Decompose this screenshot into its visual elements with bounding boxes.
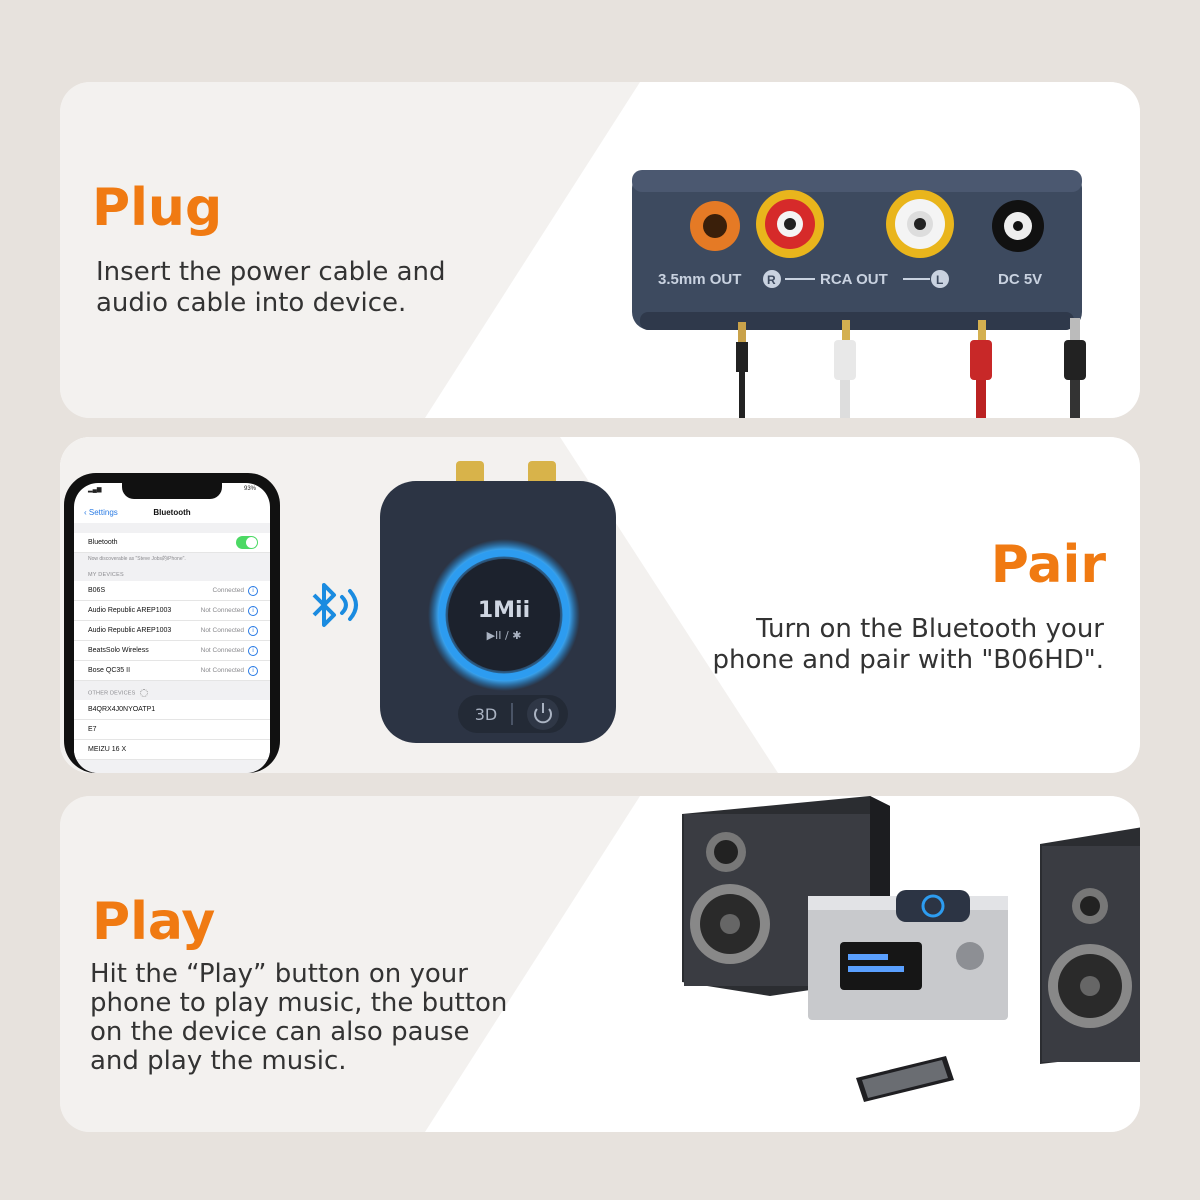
info-icon[interactable]: i <box>248 645 258 656</box>
stereo-system-illustration <box>682 796 1140 1102</box>
step-description-play: Hit the “Play” button on your phone to p… <box>90 959 508 1076</box>
step-play-panel: Play Hit the “Play” button on your phone… <box>60 796 1140 1132</box>
phone-illustration: ▂▄▆ 93% ‹ Settings Bluetooth Bluetooth N… <box>64 473 280 773</box>
info-icon[interactable]: i <box>248 665 258 676</box>
my-devices-header: MY DEVICES <box>88 572 124 578</box>
receiver-back-ports-illustration: 3.5mm OUT R RCA OUT L DC 5V <box>632 170 1086 418</box>
cables-illustration <box>736 318 1086 418</box>
led-ring <box>438 549 570 681</box>
device-row[interactable]: B4QRX4J0NYOATP1 <box>74 700 270 720</box>
phone-notch <box>122 483 222 499</box>
info-icon[interactable]: i <box>248 585 258 596</box>
receiver-on-amp-icon <box>896 890 970 922</box>
step-pair-panel: ▂▄▆ 93% ‹ Settings Bluetooth Bluetooth N… <box>60 437 1140 773</box>
signal-icon: ▂▄▆ <box>88 487 102 493</box>
phone-screen: ▂▄▆ 93% ‹ Settings Bluetooth Bluetooth N… <box>74 483 270 773</box>
device-row[interactable]: MEIZU 16 X <box>74 740 270 760</box>
discoverable-note: Now discoverable as "Steve Jobs的iPhone". <box>88 556 186 562</box>
step-description-pair: Turn on the Bluetooth your phone and pai… <box>712 614 1104 675</box>
nav-bar: ‹ Settings Bluetooth <box>74 503 270 524</box>
bluetooth-signal-icon <box>312 583 358 627</box>
loading-spinner-icon <box>139 689 148 697</box>
amplifier-icon <box>808 896 1008 1020</box>
step-heading-plug: Plug <box>92 178 223 238</box>
brand-logo: 1Mii <box>478 598 530 623</box>
power-icon <box>534 708 552 724</box>
right-speaker-icon <box>1040 827 1140 1064</box>
step-heading-play: Play <box>92 892 216 952</box>
label-r: R <box>767 273 776 287</box>
status-bar: ▂▄▆ 93% <box>88 486 256 493</box>
play-pause-bluetooth-icon: ▶II / ✱ <box>487 629 522 642</box>
label-dc-5v: DC 5V <box>998 271 1042 288</box>
step-description-plug: Insert the power cable and audio cable i… <box>96 257 446 318</box>
device-row[interactable]: E7 <box>74 720 270 740</box>
bluetooth-toggle-row[interactable]: Bluetooth <box>74 533 270 553</box>
3d-button[interactable]: 3D <box>475 705 498 724</box>
info-icon[interactable]: i <box>248 605 258 616</box>
label-35mm-out: 3.5mm OUT <box>658 271 741 288</box>
smartphone-icon <box>856 1056 954 1102</box>
info-icon[interactable]: i <box>248 625 258 636</box>
screen-title: Bluetooth <box>153 508 191 517</box>
bluetooth-settings-list: Bluetooth Now discoverable as "Steve Job… <box>74 523 270 773</box>
device-body <box>632 170 1082 330</box>
battery-status: 93% <box>243 486 256 492</box>
label-l: L <box>936 273 943 287</box>
step-heading-pair: Pair <box>990 535 1106 595</box>
power-button[interactable] <box>527 698 559 730</box>
other-devices-header: OTHER DEVICES <box>74 681 270 700</box>
receiver-front-illustration: 1Mii ▶II / ✱ 3D <box>380 461 616 743</box>
label-rca-out: RCA OUT <box>820 271 888 288</box>
bluetooth-toggle[interactable] <box>236 536 258 549</box>
back-button[interactable]: ‹ Settings <box>84 508 118 517</box>
step-plug-panel: Plug Insert the power cable and audio ca… <box>60 82 1140 418</box>
